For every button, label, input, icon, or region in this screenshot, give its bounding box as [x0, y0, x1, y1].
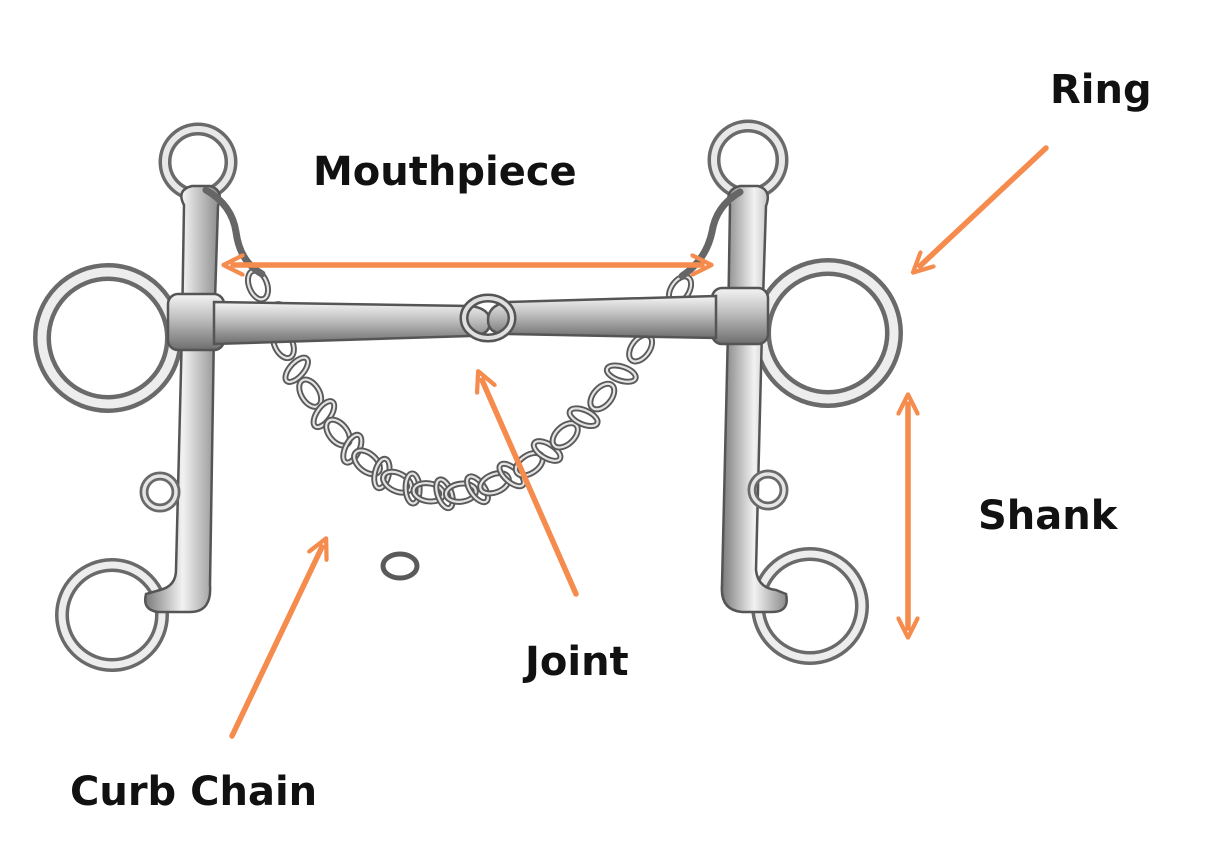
- right-shank: [720, 184, 788, 614]
- chain-link-highlight: [381, 470, 413, 494]
- joint-arrow: [482, 380, 579, 597]
- chain-link-highlight: [551, 422, 579, 449]
- mouthpiece-label: Mouthpiece: [313, 149, 577, 195]
- chain-link-highlight: [435, 478, 454, 510]
- shank-label: Shank: [978, 493, 1118, 539]
- mouthpiece-right-cannon: [486, 294, 718, 340]
- chain-link-highlight: [589, 382, 616, 411]
- curb-chain-label: Curb Chain: [70, 769, 318, 815]
- chain-link-highlight: [444, 482, 477, 503]
- joint-label: Joint: [525, 639, 629, 685]
- chain-fly-link: [380, 551, 420, 581]
- mouthpiece: [212, 293, 718, 346]
- ring-arrow: [920, 145, 1049, 266]
- chain-link-highlight: [605, 364, 637, 383]
- chain-link-highlight: [353, 449, 381, 476]
- ring-label: Ring: [1050, 67, 1152, 113]
- mouthpiece-left-cannon: [212, 300, 492, 346]
- curb-chain: [244, 267, 695, 581]
- left-cheek: [33, 122, 238, 672]
- annotation-arrows: [229, 145, 1049, 739]
- chain-link-highlight: [568, 407, 599, 428]
- chain-link-highlight: [284, 356, 310, 384]
- right-cheek: [707, 119, 903, 665]
- curb-chain-arrow: [229, 547, 322, 739]
- chain-link-highlight: [404, 472, 421, 505]
- left-shank: [144, 184, 221, 614]
